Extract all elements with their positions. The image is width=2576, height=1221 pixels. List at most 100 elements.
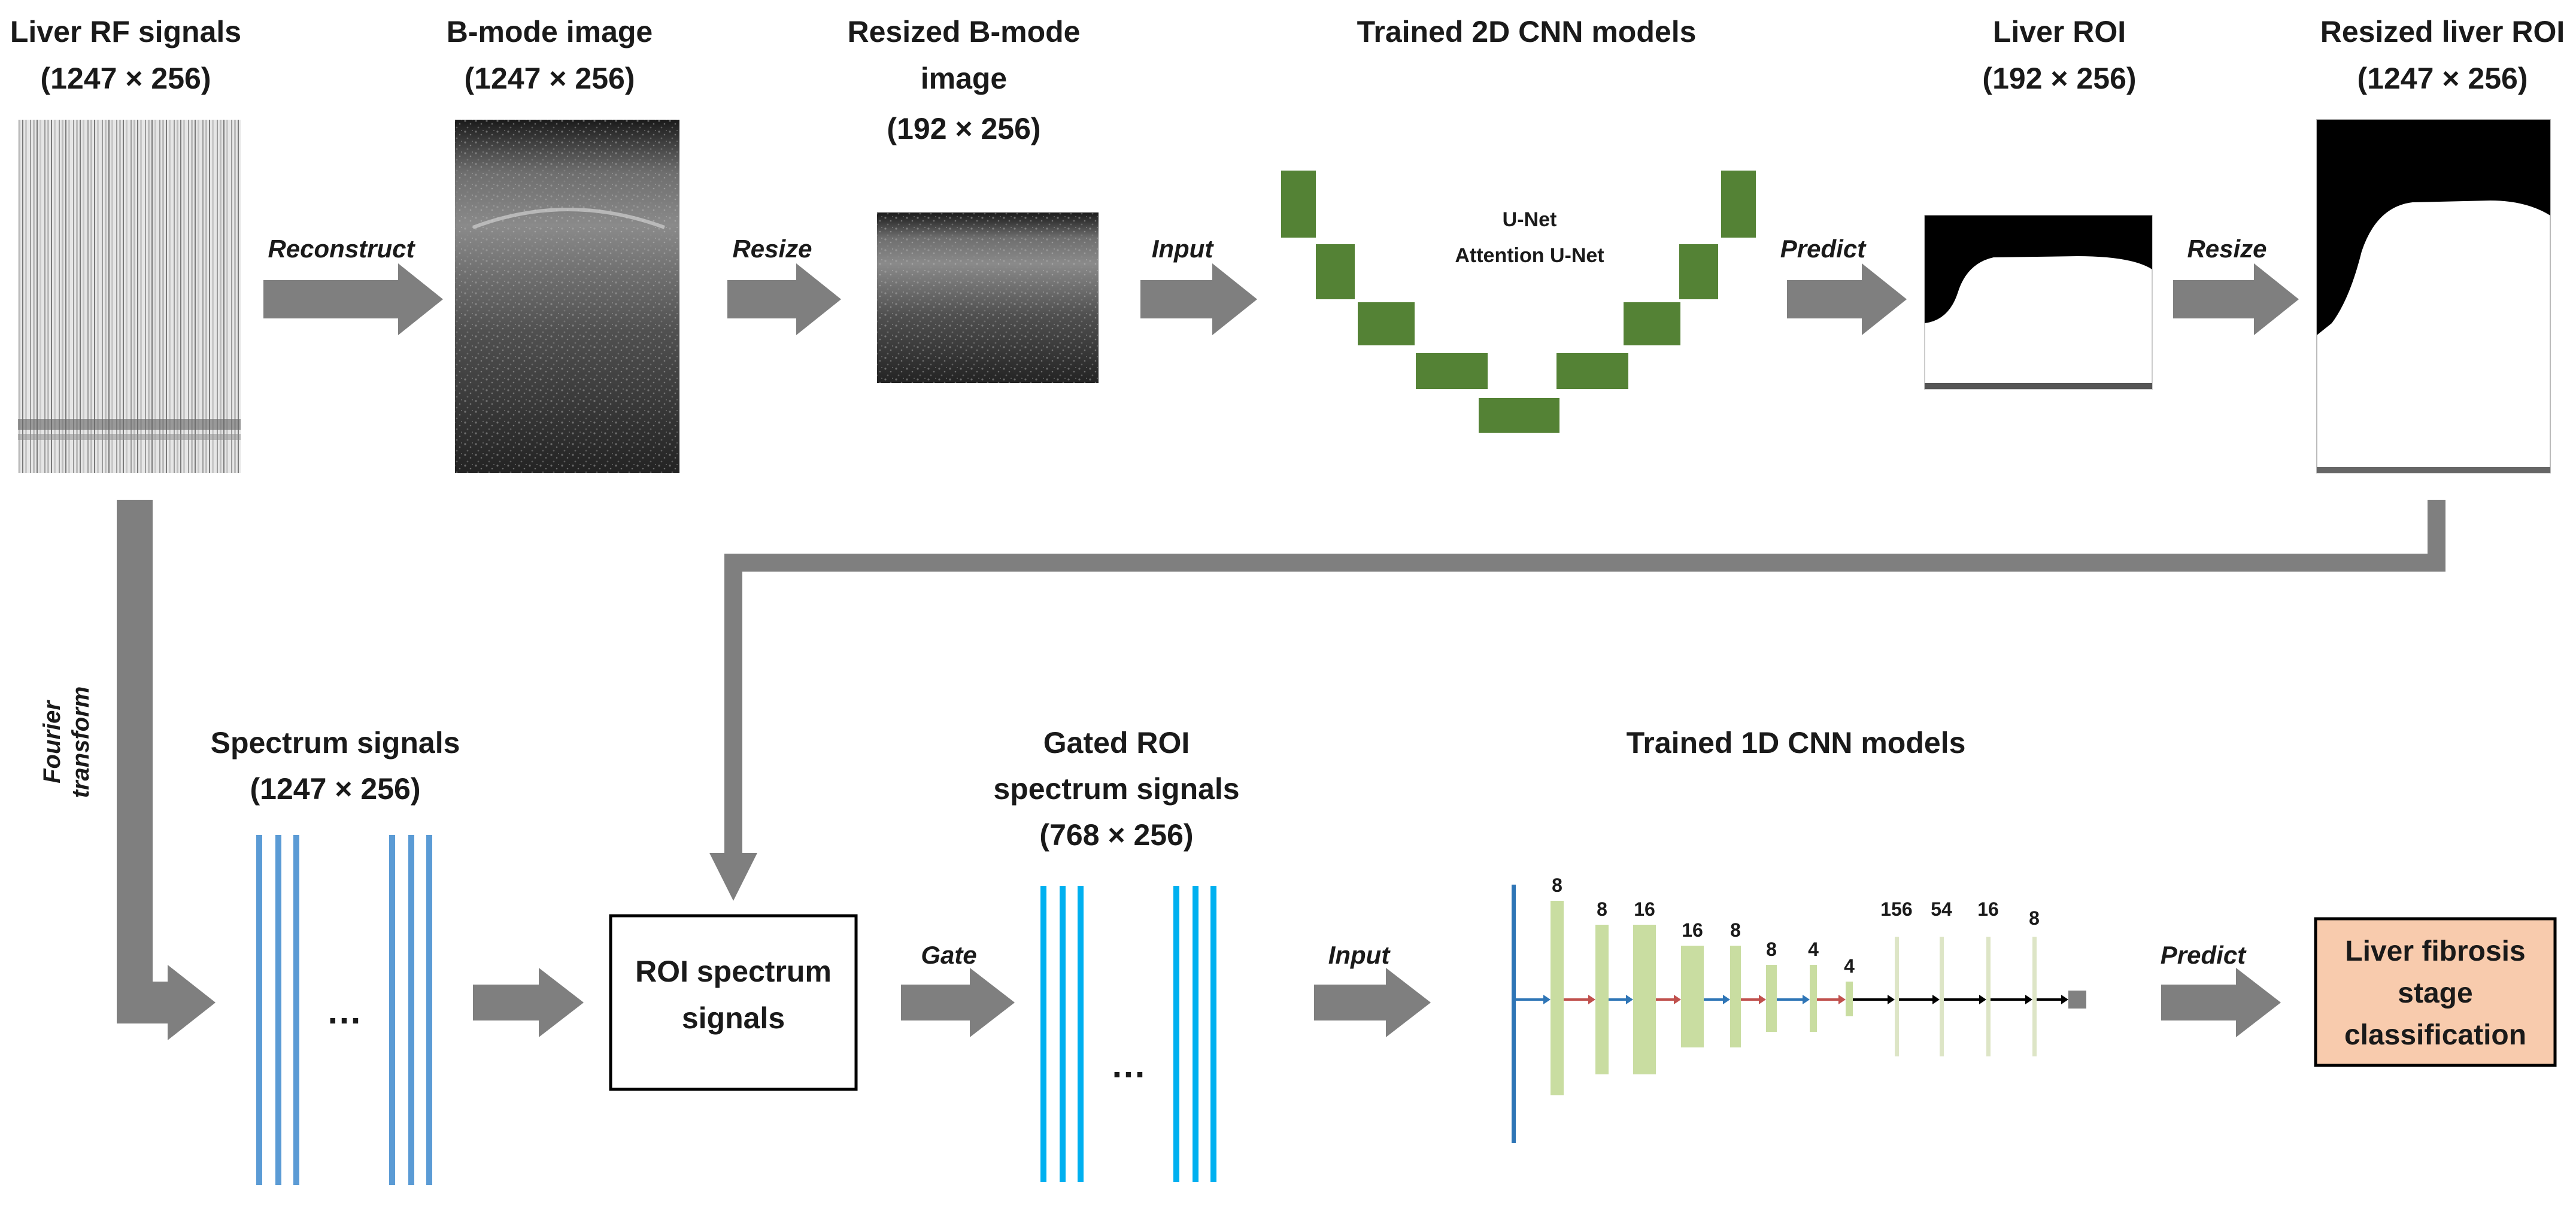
gate-arrow: Gate [901,941,1015,1037]
cnn1d-conv-block-3 [1633,925,1656,1074]
resized-bmode-speckle [877,212,1099,383]
input-label-1: Input [1152,235,1215,263]
roi-spectrum-line2: signals [682,1001,785,1035]
rf-title: Liver RF signals [10,15,241,48]
bmode-echo-line [472,208,666,229]
resized-roi-dims: (1247 × 256) [2357,62,2528,95]
resized-bmode-dims: (192 × 256) [887,112,1040,145]
cnn2d-title: Trained 2D CNN models [1357,15,1697,48]
output-box-frame [2314,917,2557,1067]
cnn1d-conv-block-4 [1681,946,1704,1047]
roi-connector-head [709,853,757,901]
cnn2d-model-unet: U-Net [1503,208,1557,231]
roi-spectrum-signals-box: ROI spectrum signals [609,914,858,1091]
cnn1d-conv-block-7 [1810,965,1817,1032]
fourier-label-line2: transform [68,687,94,798]
cnn1d-connectors [1516,995,2068,1004]
cnn1d-fc-block-2 [1940,937,1944,1056]
roi-connector-vertical [724,554,742,856]
cnn1d-number: 8 [2029,907,2040,929]
cnn1d-number: 8 [1552,874,1562,896]
resized-roi-title: Resized liver ROI [2320,15,2565,48]
cnn1d-conv-block-6 [1766,965,1777,1032]
liver-roi-dims: (192 × 256) [1982,62,2136,95]
fourier-arrow-head [117,965,216,1040]
input-arrow-2: Input [1314,941,1431,1037]
cnn1d-fc-block-4 [2032,937,2037,1056]
gated-ellipsis: … [1110,1045,1146,1085]
unet-encoder-block-4 [1416,353,1488,389]
resize-label-1: Resize [732,235,812,263]
input-label-2: Input [1328,941,1391,969]
predict-label-1: Predict [1780,235,1867,263]
cnn1d-conv-block-8 [1846,982,1853,1016]
predict-arrow-2-shape [2161,968,2281,1037]
cnn1d-connector-head [1803,995,1810,1004]
spectrum-line [426,835,432,1185]
resized-liver-roi: Resized liver ROI (1247 × 256) [2316,15,2565,473]
unet-decoder-block-4 [1721,171,1756,238]
resized-roi-bottom-edge [2317,467,2550,473]
gated-line [1078,886,1084,1182]
predict-arrow-2: Predict [2161,941,2281,1037]
spectrum-ellipsis: … [326,991,362,1031]
reconstruct-arrow: Reconstruct [263,235,443,335]
gate-label: Gate [921,941,976,969]
spectrum-title: Spectrum signals [211,726,460,760]
resized-bmode-line2: image [921,62,1008,95]
spectrum-line [275,835,281,1185]
unet-decoder-block-3 [1679,244,1718,299]
bmode-title: B-mode image [447,15,653,48]
roi-spectrum-box-frame [609,914,858,1091]
liver-roi: Liver ROI (192 × 256) [1924,15,2153,390]
cnn1d-number: 16 [1634,898,1655,920]
spectrum-line [256,835,262,1185]
rf-dims: (1247 × 256) [41,62,211,95]
spectrum-to-roi-arrow [473,968,584,1037]
gated-dims: (768 × 256) [1039,818,1193,852]
spectrum-signals: Spectrum signals (1247 × 256) … [211,726,460,1185]
input-arrow-1-shape [1140,263,1257,335]
cnn1d-connector-head [1723,995,1730,1004]
resize-label-2: Resize [2187,235,2266,263]
liver-roi-bottom-edge [1925,383,2152,389]
unet-encoder-block-3 [1358,302,1415,345]
cnn1d-conv-block-1 [1551,901,1564,1095]
cnn1d-number: 4 [1808,938,1819,960]
cnn1d-connector-head [1979,995,1986,1004]
cnn1d-output-node [2068,991,2086,1009]
unet-decoder-block-2 [1624,302,1680,345]
cnn1d-fc-block-3 [1986,937,1991,1056]
spectrum-line [293,835,299,1185]
trained-2d-cnn-models: Trained 2D CNN models U-Net Attention U-… [1281,15,1756,433]
cnn1d-number: 4 [1844,955,1855,977]
resize-arrow-2-shape [2173,263,2299,335]
cnn1d-title: Trained 1D CNN models [1627,726,1966,760]
resized-roi-mask [2317,120,2550,335]
predict-arrow-1: Predict [1780,235,1907,335]
unet-bottleneck-block [1479,398,1559,433]
rf-band-2 [18,434,241,440]
cnn1d-blocks [1551,901,2086,1095]
gated-line2: spectrum signals [993,772,1239,806]
cnn1d-number: 8 [1597,898,1607,920]
resize-arrow-1-shape [727,263,841,335]
trained-1d-cnn-models: Trained 1D CNN models [1512,726,2086,1143]
spectrum-lines [256,835,432,1185]
rf-band [18,419,241,430]
unet-decoder-block-1 [1556,353,1628,389]
gated-line1: Gated ROI [1043,726,1190,760]
cnn1d-connector-head [1759,995,1766,1004]
fourier-label-line1: Fourier [39,700,65,783]
input-arrow-2-shape [1314,968,1431,1037]
unet-encoder-block-2 [1316,244,1355,299]
cnn1d-layer-numbers: 8 8 16 16 8 8 4 4 156 54 16 8 [1552,874,2040,977]
fourier-arrow-vertical [117,500,153,1009]
cnn1d-connector-head [1932,995,1940,1004]
cnn1d-connector-head [1626,995,1633,1004]
predict-label-2: Predict [2161,941,2247,969]
unet-blocks [1281,171,1756,433]
liver-roi-mask [1925,215,2152,323]
cnn1d-input-line [1512,885,1516,1143]
